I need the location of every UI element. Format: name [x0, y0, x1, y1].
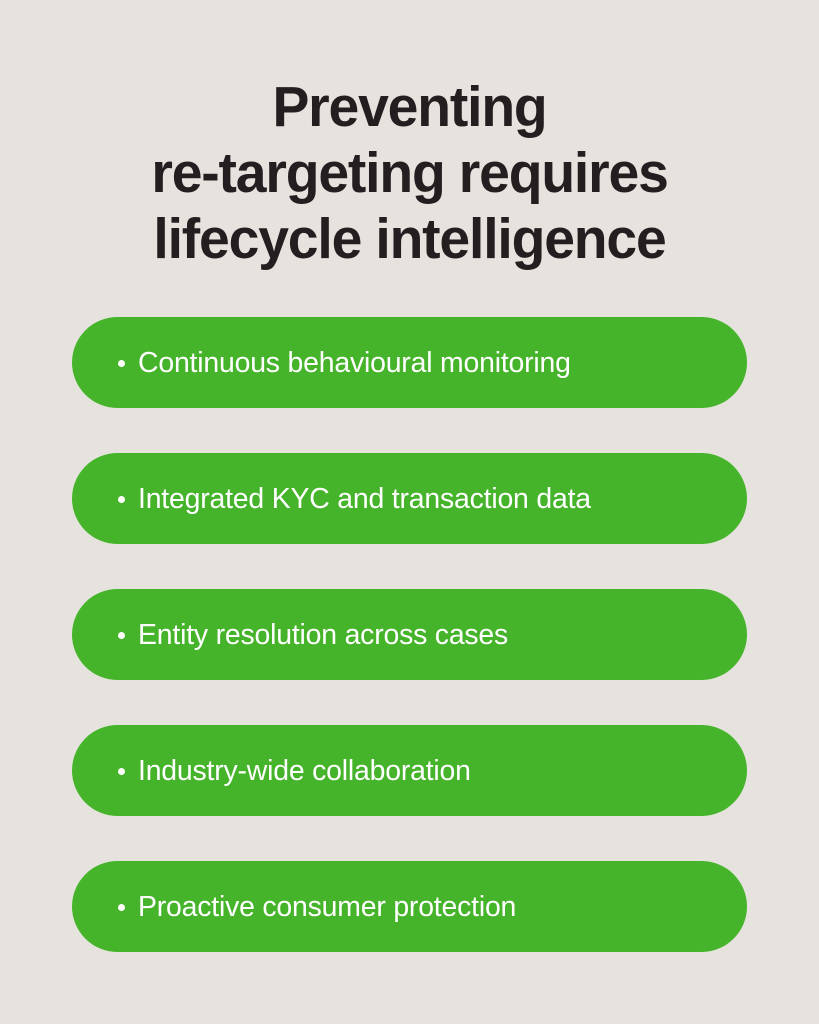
list-item-label: Integrated KYC and transaction data [138, 482, 591, 515]
page-title: Preventing re-targeting requires lifecyc… [12, 74, 806, 272]
list-item-label: Entity resolution across cases [138, 618, 509, 651]
list-item: Continuous behavioural monitoring [72, 317, 747, 408]
bullet-icon [118, 496, 125, 503]
bullet-icon [118, 904, 125, 911]
bullet-icon [118, 768, 125, 775]
list-item: Entity resolution across cases [72, 589, 747, 680]
list-item: Industry-wide collaboration [72, 725, 747, 816]
page-title-line-1: Preventing [272, 75, 547, 139]
list-item: Integrated KYC and transaction data [72, 453, 747, 544]
capability-pill-list: Continuous behavioural monitoring Integr… [72, 317, 747, 952]
list-item-label: Industry-wide collaboration [138, 754, 471, 787]
bullet-icon [118, 632, 125, 639]
page-title-line-2: re-targeting requires [151, 141, 668, 205]
bullet-icon [118, 360, 125, 367]
list-item-label: Proactive consumer protection [138, 890, 517, 923]
list-item-label: Continuous behavioural monitoring [138, 346, 571, 379]
list-item: Proactive consumer protection [72, 861, 747, 952]
page-title-line-3: lifecycle intelligence [153, 207, 666, 271]
